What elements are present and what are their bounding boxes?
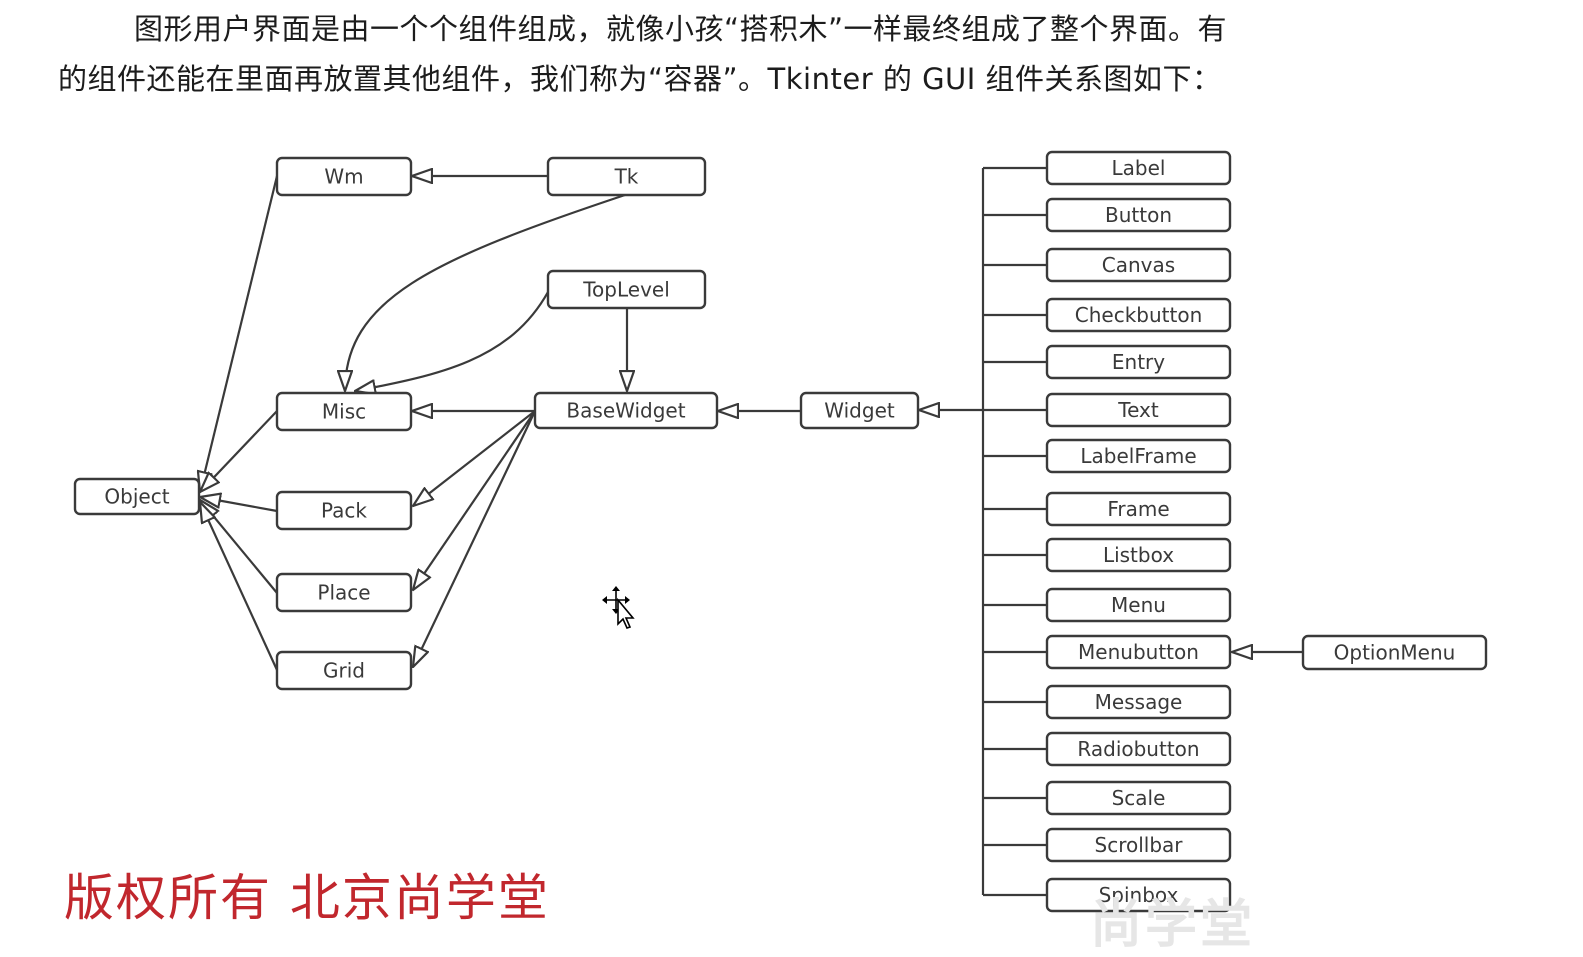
node-basewidget-label: BaseWidget	[566, 399, 685, 423]
widget-node-menu: Menu	[1045, 587, 1232, 623]
intro-line-2: 的组件还能在里面再放置其他组件，我们称为“容器”。Tkinter 的 GUI 组…	[58, 62, 1222, 96]
node-tk: Tk	[546, 156, 707, 197]
widget-node-label: Label	[1045, 150, 1232, 186]
widget-node-message-label: Message	[1095, 690, 1183, 714]
edge-wm-object	[200, 175, 279, 492]
intro-paragraph: 图形用户界面是由一个个组件组成，就像小孩“搭积木”一样最终组成了整个界面。有 的…	[58, 4, 1538, 104]
node-grid-label: Grid	[323, 659, 365, 683]
edge-tk-misc	[345, 193, 626, 391]
widget-node-frame-label: Frame	[1107, 497, 1169, 521]
intro-line-1: 图形用户界面是由一个个组件组成，就像小孩“搭积木”一样最终组成了整个界面。有	[134, 12, 1228, 46]
widget-node-listbox-label: Listbox	[1103, 543, 1174, 567]
widget-node-scrollbar: Scrollbar	[1045, 827, 1232, 863]
node-grid: Grid	[275, 650, 413, 691]
widget-node-menu-label: Menu	[1111, 593, 1166, 617]
widget-node-labelframe-label: LabelFrame	[1080, 444, 1196, 468]
widget-node-button: Button	[1045, 197, 1232, 233]
widget-node-button-label: Button	[1105, 203, 1172, 227]
node-toplevel: TopLevel	[546, 269, 707, 310]
node-object: Object	[73, 477, 201, 516]
widget-node-scale-label: Scale	[1112, 786, 1166, 810]
node-misc: Misc	[275, 391, 413, 432]
node-optionmenu-label: OptionMenu	[1334, 641, 1456, 665]
widget-node-entry: Entry	[1045, 344, 1232, 380]
widget-node-radiobutton: Radiobutton	[1045, 731, 1232, 767]
widget-node-checkbutton: Checkbutton	[1045, 297, 1232, 333]
widget-node-checkbutton-label: Checkbutton	[1075, 303, 1203, 327]
node-place-label: Place	[317, 581, 370, 605]
widget-node-scrollbar-label: Scrollbar	[1095, 833, 1184, 857]
node-object-label: Object	[104, 485, 169, 509]
node-optionmenu: OptionMenu	[1301, 634, 1488, 671]
node-toplevel-label: TopLevel	[582, 278, 670, 302]
widget-node-listbox: Listbox	[1045, 537, 1232, 573]
node-place: Place	[275, 572, 413, 613]
widget-node-menubutton-label: Menubutton	[1078, 640, 1199, 664]
widget-node-canvas-label: Canvas	[1102, 253, 1175, 277]
node-widget: Widget	[799, 391, 920, 430]
edge-place-object	[200, 500, 278, 594]
widget-node-text: Text	[1045, 392, 1232, 428]
node-tk-label: Tk	[614, 165, 639, 189]
node-wm-label: Wm	[324, 165, 363, 189]
move-cursor-icon	[602, 586, 635, 629]
copyright-text: 版权所有 北京尚学堂	[64, 869, 550, 927]
node-basewidget: BaseWidget	[533, 391, 719, 430]
node-misc-label: Misc	[322, 400, 366, 424]
node-widget-label: Widget	[824, 399, 895, 423]
widget-node-canvas: Canvas	[1045, 247, 1232, 283]
edge-basewidget-place	[413, 410, 536, 590]
widget-node-labelframe: LabelFrame	[1045, 438, 1232, 474]
node-wm: Wm	[275, 156, 413, 197]
node-pack-label: Pack	[321, 499, 367, 523]
widget-node-menubutton: Menubutton	[1045, 634, 1232, 670]
widget-node-spinbox-label: Spinbox	[1099, 883, 1179, 907]
widget-node-label-label: Label	[1112, 156, 1166, 180]
edge-misc-object	[200, 410, 278, 492]
widget-node-frame: Frame	[1045, 491, 1232, 527]
edge-toplevel-misc	[355, 291, 549, 391]
edge-basewidget-pack	[413, 410, 536, 506]
widget-node-scale: Scale	[1045, 780, 1232, 816]
watermark: 尚学堂	[1090, 895, 1256, 955]
widget-node-entry-label: Entry	[1112, 350, 1165, 374]
edge-pack-object	[200, 497, 278, 513]
widget-node-message: Message	[1045, 684, 1232, 720]
edge-grid-object	[200, 502, 278, 671]
edge-basewidget-grid	[413, 410, 536, 667]
node-pack: Pack	[275, 490, 413, 531]
widget-node-radiobutton-label: Radiobutton	[1077, 737, 1199, 761]
widget-node-text-label: Text	[1117, 398, 1159, 422]
widget-node-spinbox: Spinbox	[1045, 877, 1232, 913]
